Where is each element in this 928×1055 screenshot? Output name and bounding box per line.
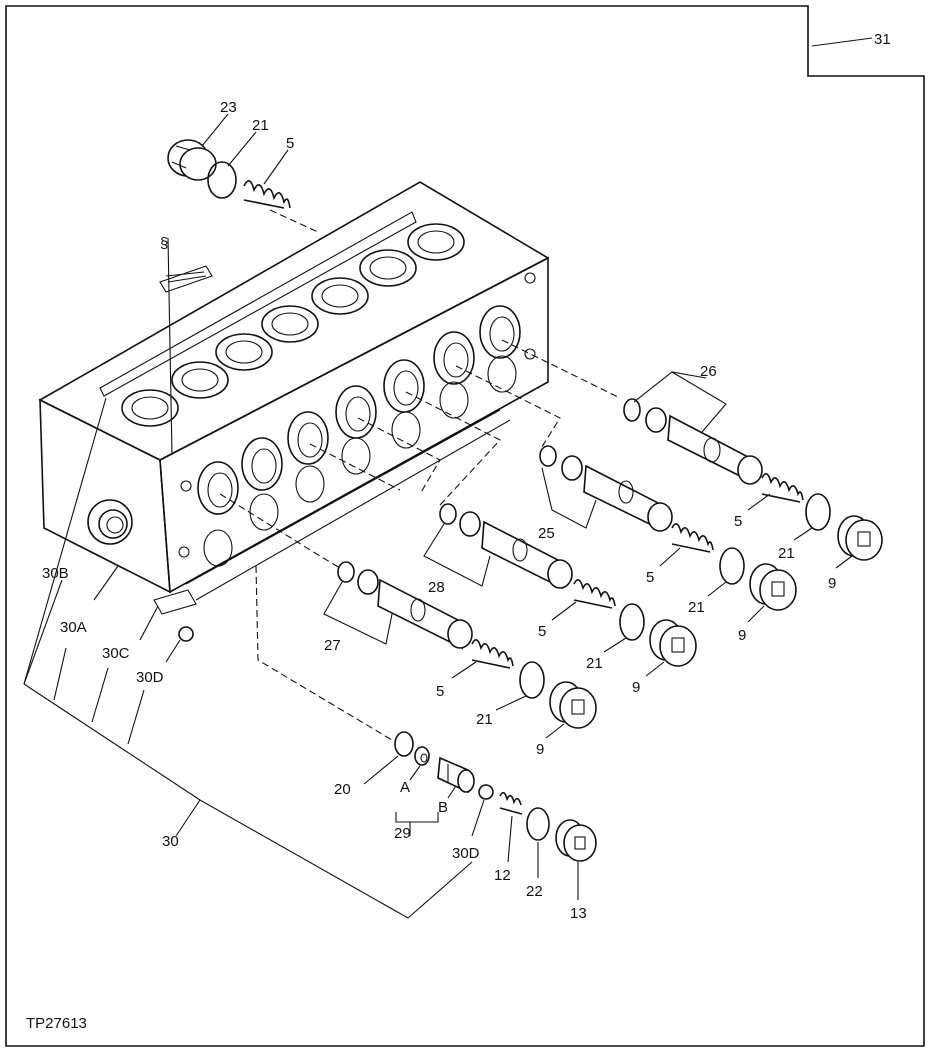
leader-lines — [23, 37, 873, 919]
spool-27 — [337, 561, 473, 650]
callout-5-a: 5 — [734, 513, 742, 530]
callout-25: 25 — [538, 525, 555, 542]
callout-23: 23 — [220, 99, 237, 116]
assembly-lines — [219, 209, 621, 741]
callout-9-d: 9 — [536, 741, 544, 758]
svg-text:§: § — [160, 235, 168, 252]
callout-21-b: 21 — [688, 599, 705, 616]
o-ring-21-b — [719, 547, 745, 585]
callout-5-d: 5 — [436, 683, 444, 700]
spool-28 — [439, 503, 573, 590]
o-ring-21-a — [805, 493, 831, 531]
plug-23 — [167, 139, 217, 181]
callout-30C: 30C — [102, 645, 130, 662]
o-ring-21-top — [207, 161, 237, 199]
callout-A: A — [400, 779, 410, 796]
callout-29: 29 — [394, 825, 411, 842]
callout-9-c: 9 — [632, 679, 640, 696]
callout-9-a: 9 — [828, 575, 836, 592]
spring-5-top — [243, 180, 291, 209]
spool-25 — [539, 445, 673, 532]
callout-12: 12 — [494, 867, 511, 884]
page-frame — [5, 5, 925, 1047]
o-ring-22 — [526, 807, 550, 841]
callout-9-b: 9 — [738, 627, 746, 644]
callout-30D: 30D — [136, 669, 164, 686]
plug-13 — [555, 819, 597, 862]
top-ports — [121, 223, 465, 427]
callout-30A: 30A — [60, 619, 87, 636]
ball-30D-upper — [178, 626, 194, 642]
callout-5-top: 5 — [286, 135, 294, 152]
callout-B: B — [438, 799, 448, 816]
ball-30D-lower — [478, 784, 494, 800]
callout-21-top: 21 — [252, 117, 269, 134]
spring-5-c — [573, 579, 616, 609]
callout-5-b: 5 — [646, 569, 654, 586]
callout-5-c: 5 — [538, 623, 546, 640]
callout-20: 20 — [334, 781, 351, 798]
callout-28: 28 — [428, 579, 445, 596]
callout-31: 31 — [874, 31, 891, 48]
callout-30: 30 — [162, 833, 179, 850]
plug-9-c — [649, 619, 697, 667]
plug-9-b — [749, 563, 797, 611]
callout-30B: 30B — [42, 565, 69, 582]
callout-30D-lower: 30D — [452, 845, 480, 862]
poppet-29-a — [414, 746, 430, 766]
spring-5-a — [761, 473, 804, 503]
o-ring-21-c — [619, 603, 645, 641]
front-bores — [178, 272, 536, 567]
o-ring-20 — [394, 731, 414, 757]
poppet-29-b — [437, 756, 475, 794]
valve-body: § — [38, 181, 550, 615]
o-ring-21-d — [519, 661, 545, 699]
callout-27: 27 — [324, 637, 341, 654]
callout-labels: 31 23 21 5 26 5 21 9 25 5 21 9 28 5 21 9… — [42, 31, 891, 922]
callout-13: 13 — [570, 905, 587, 922]
callout-26: 26 — [700, 363, 717, 380]
callout-21-a: 21 — [778, 545, 795, 562]
spring-5-d — [471, 639, 514, 669]
spool-26 — [623, 398, 763, 485]
callout-21-c: 21 — [586, 655, 603, 672]
callout-21-d: 21 — [476, 711, 493, 728]
callout-22: 22 — [526, 883, 543, 900]
spring-12 — [499, 791, 523, 815]
plug-9-a — [837, 515, 883, 561]
plug-9-d — [549, 681, 597, 729]
spring-5-b — [671, 523, 714, 553]
figure-id: TP27613 — [26, 1015, 87, 1032]
